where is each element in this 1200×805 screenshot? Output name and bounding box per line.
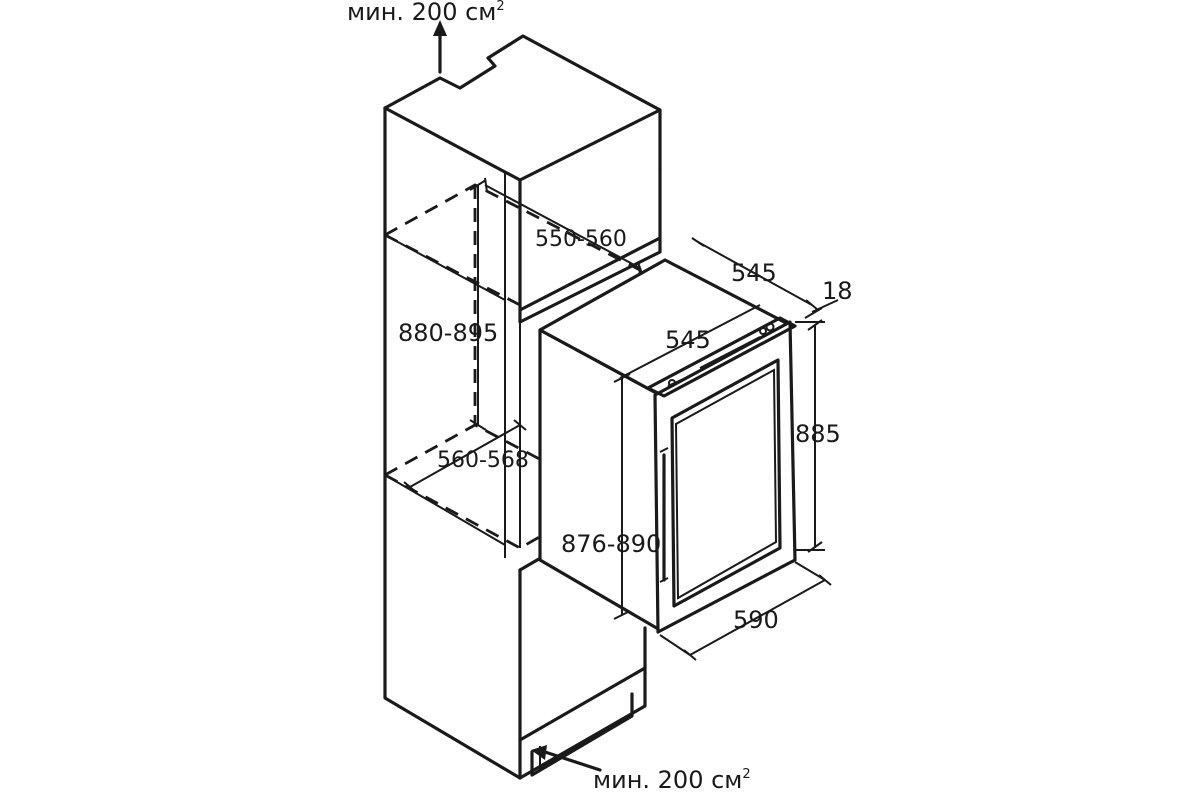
- dim-appliance-height: 885: [795, 420, 841, 448]
- dim-body-height: 876-890: [561, 530, 661, 558]
- dim-door-thickness: 18: [822, 277, 853, 305]
- control-button-icon: [765, 322, 775, 332]
- dim-niche-depth: 550-560: [535, 227, 627, 252]
- arrow-left-icon: [531, 745, 547, 760]
- bottom-vent-label: мин. 200 см2: [593, 766, 751, 794]
- vent-arrow-top: [433, 20, 447, 74]
- dim-niche-height: 880-895: [398, 319, 498, 347]
- cabinet-top-face: [383, 34, 662, 172]
- plinth-vent: [530, 692, 634, 777]
- arrow-up-icon: [433, 20, 447, 36]
- dim-appliance-width: 590: [733, 606, 779, 634]
- vent-arrow-bottom: [531, 745, 602, 772]
- cabinet-front-face: [383, 106, 522, 780]
- appliance-door: [653, 320, 797, 634]
- dim-niche-width: 560-568: [437, 448, 529, 473]
- control-panel: [646, 316, 797, 398]
- dimension-lines: [403, 177, 839, 661]
- dim-depth-side: 545: [665, 326, 711, 354]
- control-button-icon: [759, 327, 767, 335]
- appliance: [538, 258, 797, 634]
- door-glass: [670, 358, 782, 608]
- plinth: [518, 666, 647, 742]
- dim-depth-top: 545: [731, 259, 777, 287]
- top-vent-label: мин. 200 см2: [347, 0, 505, 26]
